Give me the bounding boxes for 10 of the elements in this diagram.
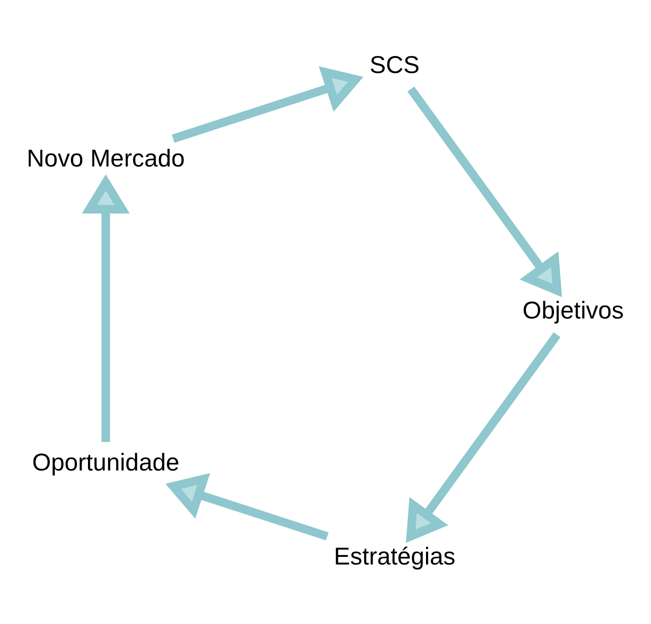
node-text: Estratégias xyxy=(334,542,456,570)
arrow xyxy=(172,66,364,142)
node-text: Objetivos xyxy=(522,297,624,324)
arrow xyxy=(406,332,560,542)
arrow xyxy=(407,86,562,297)
node-text: SCS xyxy=(370,51,420,78)
arrow xyxy=(165,472,329,540)
arrow xyxy=(82,174,130,442)
node-text: Novo Mercado xyxy=(26,145,185,172)
node-text: Oportunidade xyxy=(32,448,180,476)
